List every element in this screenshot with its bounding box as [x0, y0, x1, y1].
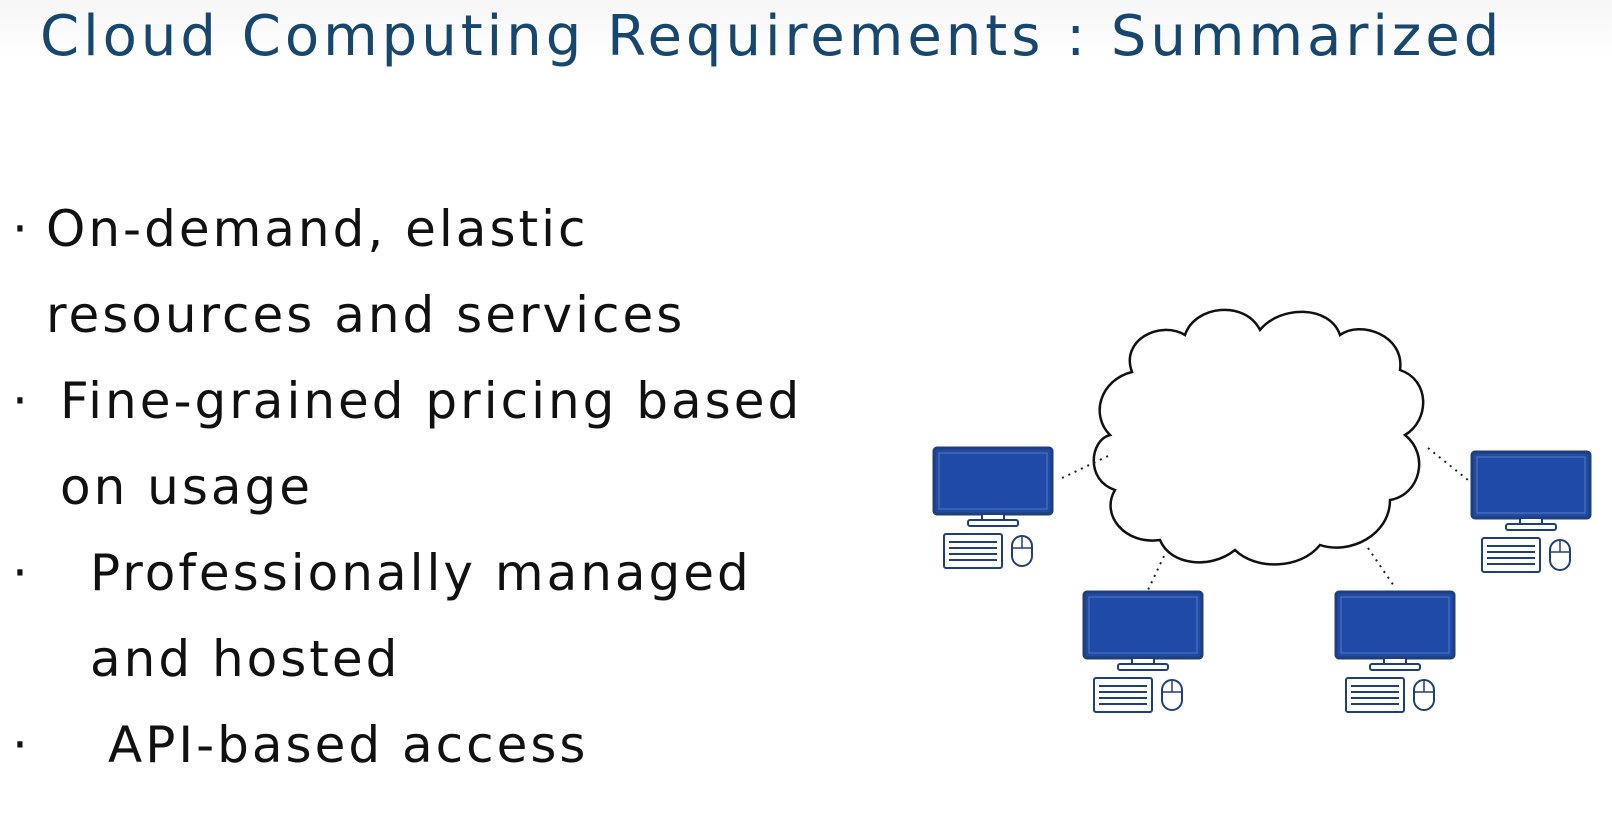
bullet-dot: ·: [12, 200, 31, 258]
computer-icon: [1334, 590, 1456, 714]
connector-line: [1147, 555, 1165, 591]
bullet-dot: ·: [12, 716, 31, 774]
bullet-list: · On-demand, elastic resources and servi…: [12, 186, 832, 788]
computer-icon: [932, 446, 1054, 570]
bullet-text: Fine-grained pricing based on usage: [60, 372, 803, 516]
computer-icon: [1470, 450, 1592, 574]
bullet-dot: ·: [12, 372, 31, 430]
connector-line: [1427, 447, 1469, 481]
bullet-item: · On-demand, elastic resources and servi…: [12, 186, 832, 358]
connector-line: [1367, 547, 1395, 587]
bullet-item: · Fine-grained pricing based on usage: [12, 358, 832, 530]
slide-title: Cloud Computing Requirements : Summarize…: [40, 4, 1504, 69]
bullet-text: On-demand, elastic resources and service…: [46, 200, 686, 344]
cloud-icon: [1092, 308, 1425, 566]
bullet-text: API-based access: [108, 716, 589, 774]
bullet-text: Professionally managed and hosted: [90, 544, 752, 688]
bullet-item: · Professionally managed and hosted: [12, 530, 832, 702]
connector-line: [1061, 455, 1109, 479]
bullet-dot: ·: [12, 544, 31, 602]
bullet-item: · API-based access: [12, 702, 832, 788]
computer-icon: [1082, 590, 1204, 714]
